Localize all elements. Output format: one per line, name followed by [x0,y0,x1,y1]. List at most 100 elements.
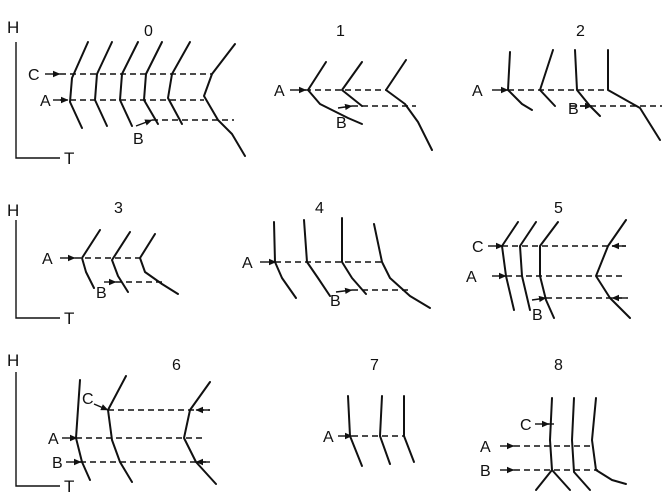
point-label-c: C [472,239,484,256]
axes-row-3: H T [7,351,74,494]
curves [273,217,431,309]
isobar-lines [75,257,164,283]
panel-0: 0 C A B [28,23,246,157]
arrow [335,287,353,295]
curve [539,221,559,319]
arrows [488,242,626,303]
curve [273,221,297,299]
point-label-a: A [466,269,477,286]
curve [595,219,631,319]
arrows [290,86,353,111]
arrows [260,258,353,295]
curve [143,41,163,125]
h-axis-label: H [7,351,19,370]
h-axis-line [15,220,60,319]
panel-number: 5 [554,200,563,217]
curves [501,219,631,319]
curve [535,397,553,491]
panel-8: 8 C A B [480,357,627,491]
isobar-lines [275,261,410,291]
curve [607,49,661,141]
curve [341,217,367,295]
curve [107,375,133,483]
curve [111,231,131,293]
curve [507,51,533,111]
arrow [531,295,547,303]
panel-number: 8 [554,357,563,374]
point-label-a: A [48,431,59,448]
point-label-b: B [133,131,144,148]
point-label-b: B [330,293,341,310]
panel-5: 5 C A B [466,200,631,324]
curve [347,395,363,467]
point-label-a: A [40,93,51,110]
arrow [337,103,353,111]
panel-3: 3 A B [42,200,179,302]
panel-number: 4 [315,200,324,217]
point-label-a: A [274,83,285,100]
isobar-lines [502,245,628,299]
isobar-lines [508,89,662,107]
panel-4: 4 A B [242,200,431,310]
point-label-c: C [82,391,94,408]
point-label-b: B [52,455,63,472]
curve [203,43,246,157]
curve [501,221,519,311]
panel-number: 2 [576,23,585,40]
point-label-a: A [42,251,53,268]
curve [574,49,601,117]
t-axis-label: T [64,309,74,328]
panel-7: 7 A [323,357,415,467]
curve [403,395,415,463]
h-axis-label: H [7,18,19,37]
arrows [45,70,153,127]
curves [535,397,627,491]
isobar-lines [76,409,210,463]
curve [81,229,101,289]
point-label-b: B [96,285,107,302]
curves [75,375,217,485]
t-axis-label: T [64,477,74,494]
isobar-lines [305,89,416,107]
curve [69,41,89,129]
point-label-b: B [568,101,579,118]
curve [307,61,363,125]
panel-number: 7 [370,357,379,374]
curve [119,41,139,127]
curves [69,41,246,157]
curves [81,229,179,295]
curve [373,223,431,309]
h-axis-line [15,42,60,159]
curve [183,381,217,485]
isobar-lines [60,73,234,121]
panel-2: 2 A B [472,23,662,141]
curve [519,221,537,311]
arrows [500,420,550,474]
arrow [135,119,153,127]
point-label-a: A [242,255,253,272]
curve [385,59,433,151]
curves [507,49,661,141]
arrows [492,86,593,110]
curves [307,59,433,151]
curve [75,379,91,481]
arrows [62,403,210,466]
curve [379,395,391,465]
curve [94,41,113,127]
point-label-a: A [323,429,334,446]
point-label-a: A [472,83,483,100]
arrows [60,254,117,286]
h-axis-line [15,372,60,487]
curve [139,233,179,295]
curve [551,469,571,491]
panel-number: 1 [336,23,345,40]
curve [591,397,627,485]
t-axis-label: T [64,149,74,168]
curve [341,61,363,107]
point-label-b: B [336,115,347,132]
h-axis-label: H [7,201,19,220]
axes-row-1: H T [7,18,74,168]
curve [571,397,591,491]
panel-6: 6 C A B [48,357,217,485]
